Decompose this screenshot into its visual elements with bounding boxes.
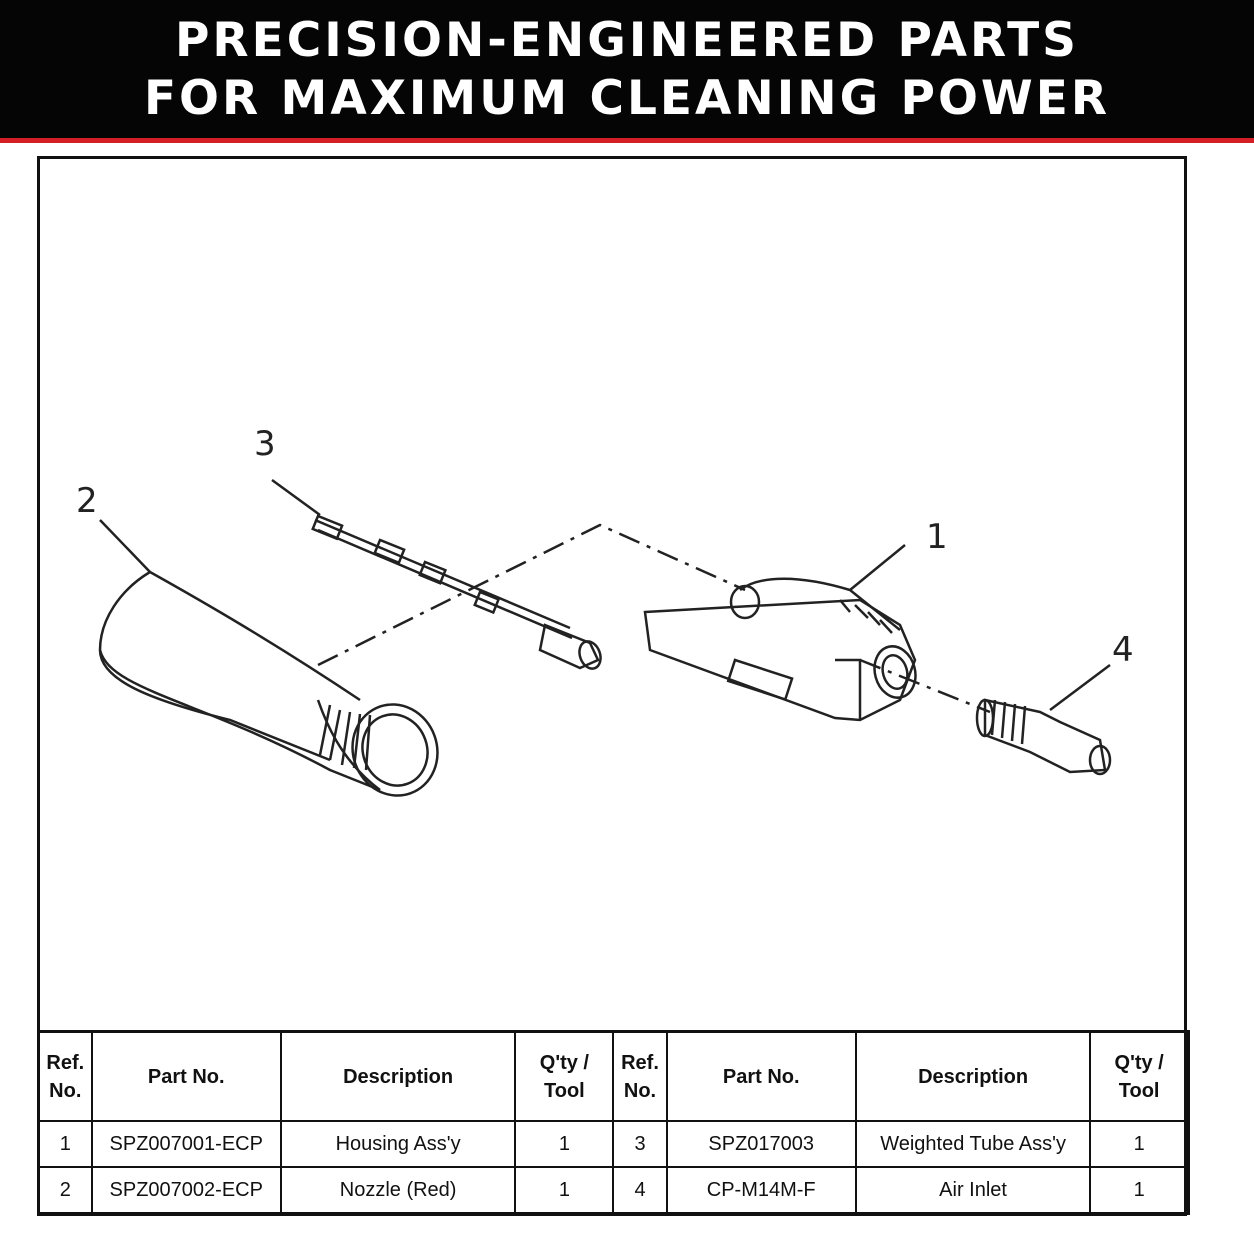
leader-line-4 <box>1049 664 1111 711</box>
header-description-right: Description <box>854 1030 1092 1122</box>
cell-description: Weighted Tube Ass'y <box>854 1120 1092 1168</box>
cell-description: Air Inlet <box>854 1166 1092 1215</box>
header-title-line1: PRECISION-ENGINEERED PARTS <box>174 13 1080 68</box>
header-qty-right: Q'ty /Tool <box>1089 1030 1190 1122</box>
header-ref-no-right: Ref.No. <box>612 1030 668 1122</box>
table-row: 1 SPZ007001-ECP Housing Ass'y 1 3 SPZ017… <box>37 1120 1190 1168</box>
callout-4: 4 <box>1112 630 1134 670</box>
header-accent-line <box>0 138 1254 143</box>
header-title-line2: FOR MAXIMUM CLEANING POWER <box>143 71 1111 126</box>
callout-3: 3 <box>254 424 276 464</box>
cell-ref: 4 <box>612 1166 668 1215</box>
leader-line-2 <box>99 519 151 573</box>
header-part-no-right: Part No. <box>665 1030 857 1122</box>
header-ref-no: Ref.No. <box>37 1030 93 1122</box>
header-qty: Q'ty /Tool <box>514 1030 615 1122</box>
cell-part-no: SPZ007001-ECP <box>90 1120 282 1168</box>
cell-part-no: CP-M14M-F <box>665 1166 857 1215</box>
header-title: PRECISION-ENGINEERED PARTS FOR MAXIMUM C… <box>0 12 1254 128</box>
cell-part-no: SPZ007002-ECP <box>90 1166 282 1215</box>
weighted-tube-part <box>311 514 602 670</box>
callout-2: 2 <box>76 481 98 521</box>
housing-part <box>643 577 917 722</box>
cell-description: Nozzle (Red) <box>279 1166 517 1215</box>
leader-line-1 <box>849 544 906 591</box>
assembly-dash-line-1 <box>317 523 746 667</box>
nozzle-part <box>98 570 439 797</box>
header-description: Description <box>279 1030 517 1122</box>
parts-table: Ref.No. Part No. Description Q'ty /Tool … <box>37 1030 1190 1215</box>
leader-line-3 <box>271 478 321 517</box>
cell-qty: 1 <box>514 1166 615 1215</box>
cell-ref: 3 <box>612 1120 668 1168</box>
header-banner: PRECISION-ENGINEERED PARTS FOR MAXIMUM C… <box>0 0 1254 138</box>
cell-ref: 1 <box>37 1120 93 1168</box>
callout-1: 1 <box>926 517 948 557</box>
table-header-row: Ref.No. Part No. Description Q'ty /Tool … <box>37 1030 1190 1122</box>
cell-ref: 2 <box>37 1166 93 1215</box>
table-row: 2 SPZ007002-ECP Nozzle (Red) 1 4 CP-M14M… <box>37 1166 1190 1215</box>
cell-qty: 1 <box>514 1120 615 1168</box>
cell-qty: 1 <box>1089 1120 1190 1168</box>
exploded-parts-diagram: 1 2 3 4 <box>76 424 1134 797</box>
air-inlet-part <box>975 698 1112 776</box>
cell-description: Housing Ass'y <box>279 1120 517 1168</box>
assembly-dash-line-2 <box>859 658 991 714</box>
cell-part-no: SPZ017003 <box>665 1120 857 1168</box>
cell-qty: 1 <box>1089 1166 1190 1215</box>
header-part-no: Part No. <box>90 1030 282 1122</box>
